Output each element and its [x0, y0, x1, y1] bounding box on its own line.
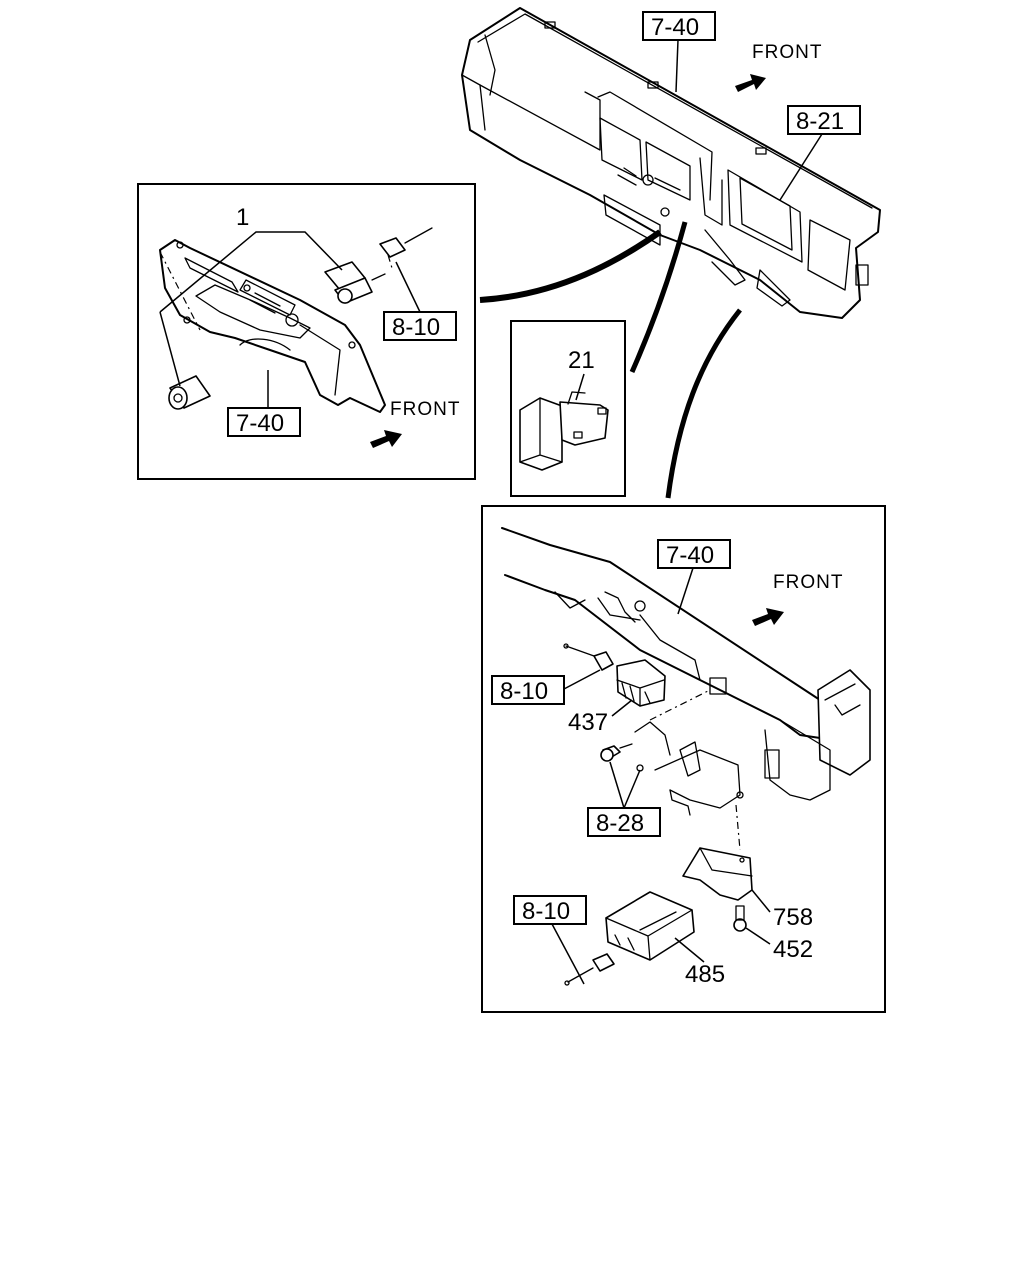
connector-plug-lower	[564, 953, 615, 986]
relay-part-437	[616, 659, 666, 707]
leader-part-1-a	[159, 231, 343, 313]
relay-bracket	[600, 689, 744, 851]
front-label-top: FRONT	[752, 42, 822, 63]
center-bezel-assembly	[159, 239, 386, 413]
ref-7-40-left-text: 7-40	[236, 410, 284, 437]
ref-8-10-lower-text: 8-10	[522, 898, 570, 925]
leader-part-21	[575, 373, 585, 401]
ref-8-28-text: 8-28	[596, 810, 644, 837]
leader-part-758	[751, 889, 771, 913]
instrument-panel-assembly	[461, 7, 881, 319]
ref-7-40-lower: 7-40	[657, 539, 731, 615]
pointer-curve-left	[479, 229, 662, 303]
knob-part	[168, 375, 211, 410]
ref-8-10-upper: 8-10	[491, 669, 601, 705]
front-label-left: FRONT	[390, 399, 460, 420]
part-1-label: 1	[236, 204, 249, 231]
leader-part-437	[611, 699, 633, 717]
leader-part-485	[674, 937, 705, 963]
front-arrow-top	[735, 74, 766, 92]
detail-box-left	[137, 183, 476, 480]
detail-box-lower	[481, 505, 886, 1013]
ref-8-10-left-text: 8-10	[392, 314, 440, 341]
ref-8-10-upper-text: 8-10	[500, 678, 548, 705]
front-label-lower: FRONT	[773, 572, 843, 593]
connector-plug-left	[379, 227, 433, 269]
ref-8-21-text: 8-21	[796, 108, 844, 135]
leader-part-1-b	[159, 311, 181, 387]
part-758-label: 758	[773, 904, 813, 931]
front-arrow-left	[370, 430, 402, 448]
ref-7-40-top-text: 7-40	[651, 14, 699, 41]
part-485-label: 485	[685, 961, 725, 988]
detail-box-middle	[510, 320, 626, 497]
pointer-curve-middle	[629, 221, 688, 374]
switch-part-1	[324, 261, 386, 304]
pointer-curve-lower	[665, 308, 742, 499]
leader-part-452	[745, 927, 771, 945]
part-452-label: 452	[773, 936, 813, 963]
ref-7-40-lower-text: 7-40	[666, 542, 714, 569]
connector-plug-upper	[563, 643, 614, 671]
relay-part-485	[605, 891, 695, 961]
bolt-part-452	[733, 905, 747, 932]
ref-8-10-left: 8-10	[383, 261, 457, 341]
ref-8-21: 8-21	[779, 105, 861, 201]
part-21-label: 21	[568, 347, 595, 374]
front-arrow-lower	[752, 608, 784, 626]
ref-7-40-left: 7-40	[227, 370, 301, 437]
switch-part-21	[519, 391, 609, 471]
cross-car-beam	[501, 527, 871, 801]
bracket-part-758	[682, 847, 753, 901]
ref-8-28: 8-28	[587, 761, 661, 837]
ref-7-40-top: 7-40	[642, 11, 716, 93]
part-437-label: 437	[568, 709, 608, 736]
ref-8-10-lower: 8-10	[513, 895, 587, 985]
